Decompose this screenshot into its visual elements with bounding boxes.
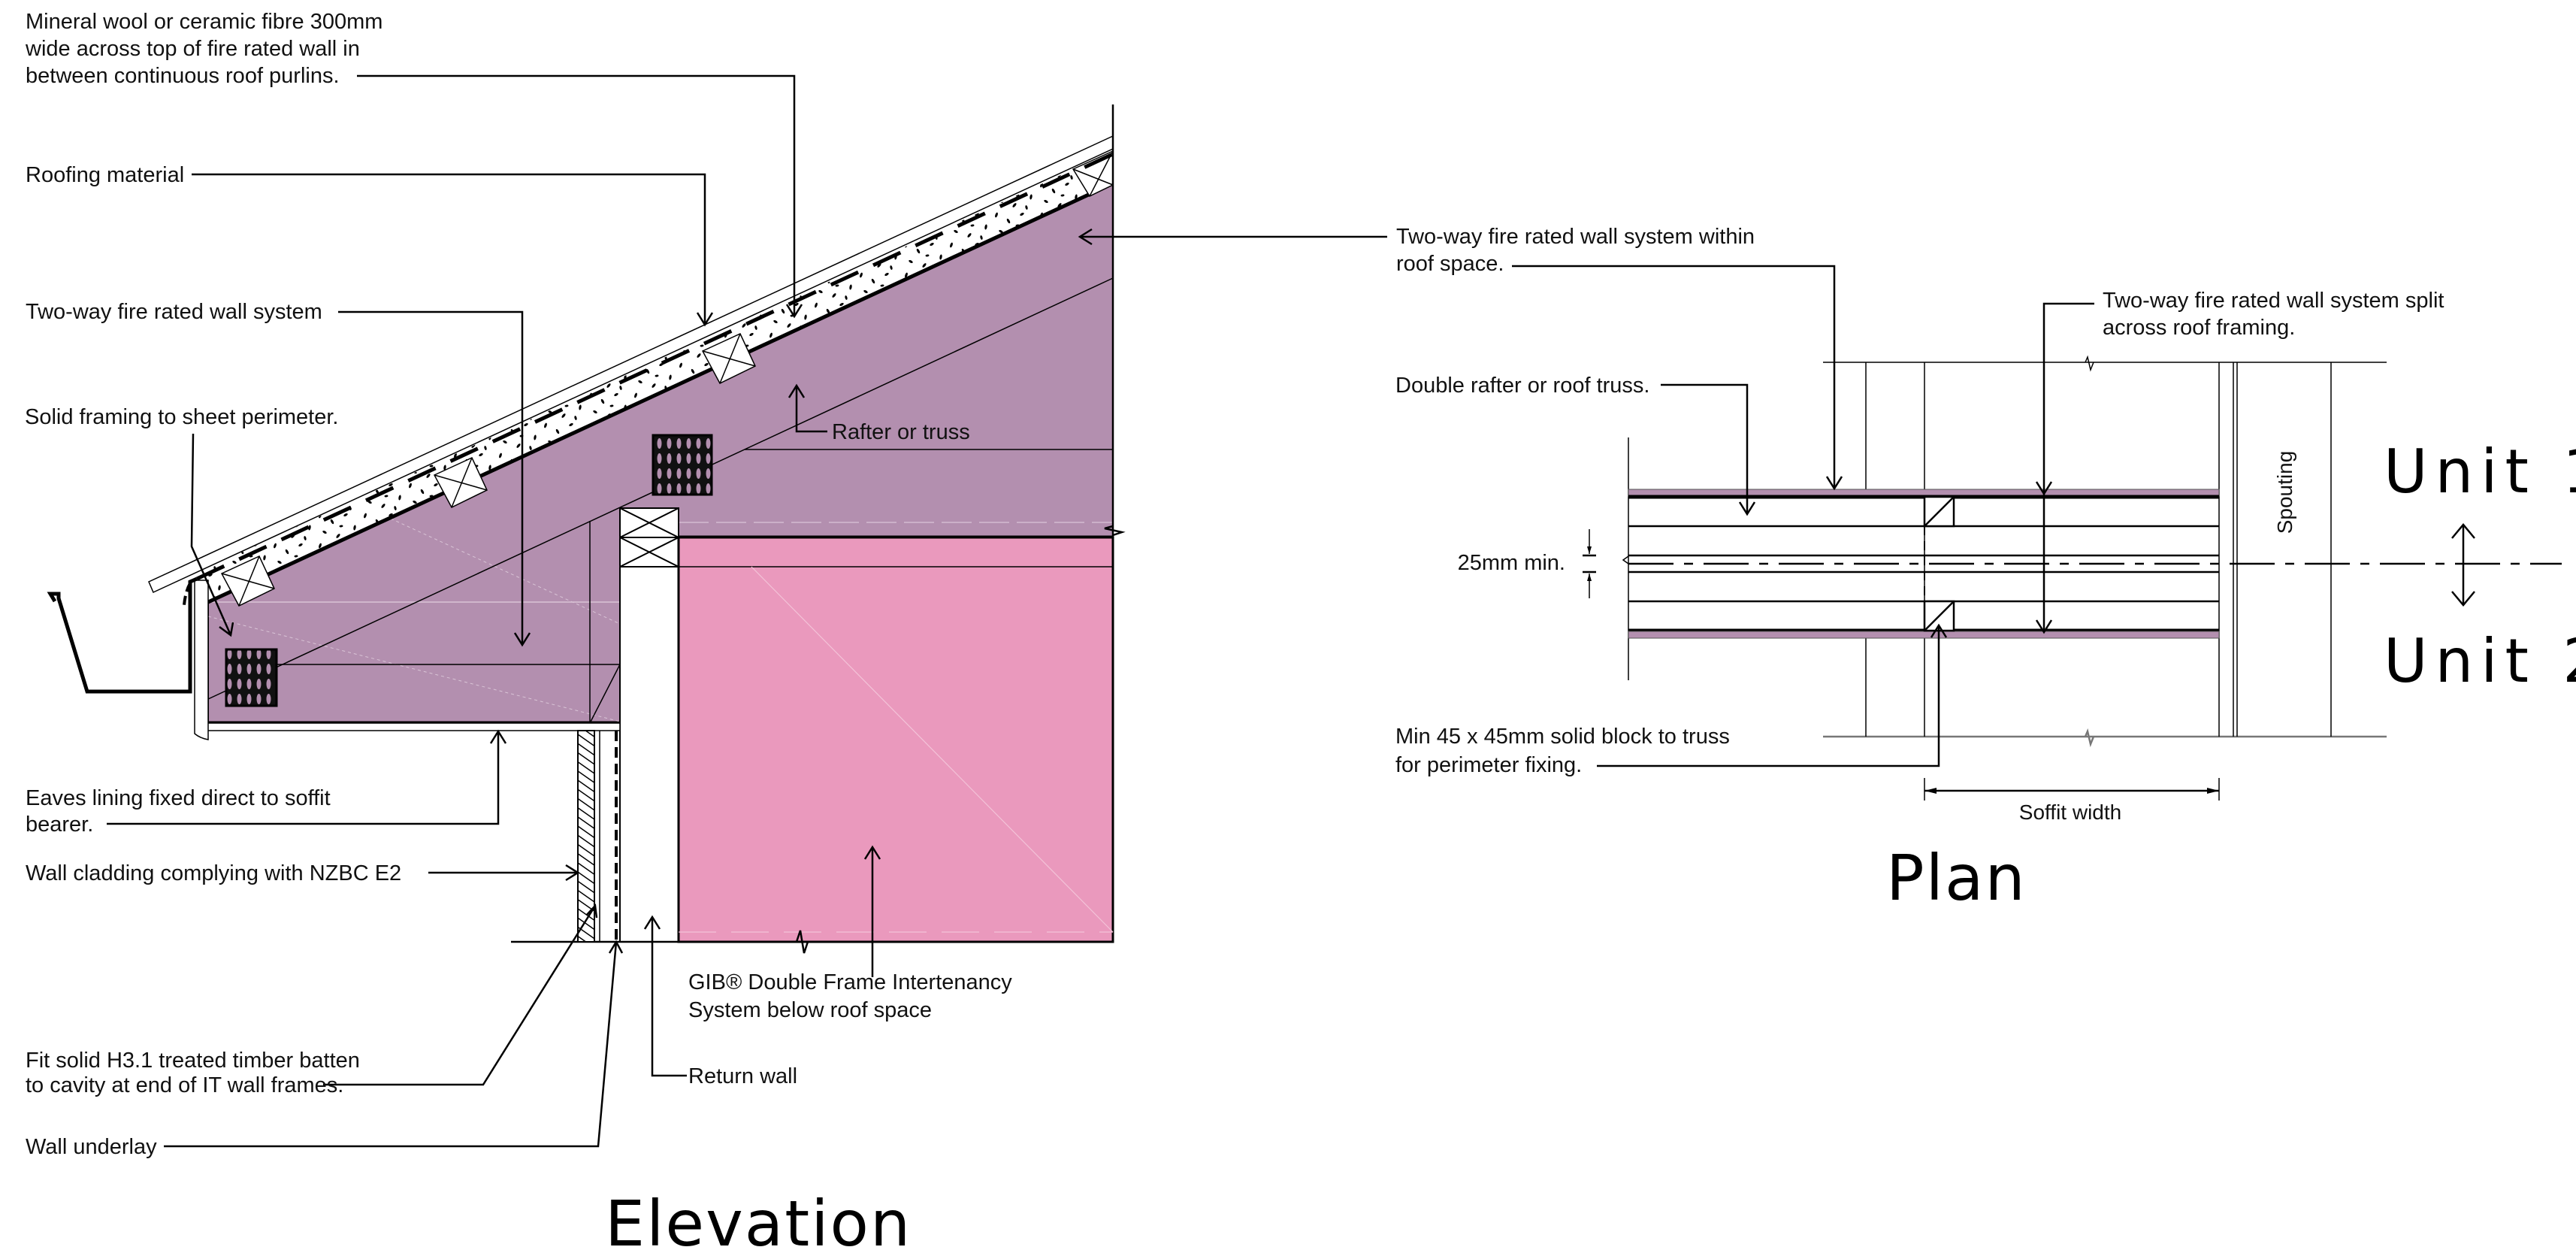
label-fit-solid-2: to cavity at end of IT wall frames. [26,1073,343,1097]
label-split-wall-2: across roof framing. [2103,316,2295,340]
soffit-lining [201,722,621,731]
roof-purlins [220,150,1114,607]
label-two-way-within-1: Two-way fire rated wall system within [1396,225,1755,249]
dimension-25mm [1583,529,1596,598]
gib-intertenancy-wall [677,536,1114,943]
plan-fire-wall-unit-2 [1628,631,2220,639]
label-two-way-wall: Two-way fire rated wall system [26,300,322,324]
elevation-leaders [107,74,1387,1148]
label-eaves-lining-1: Eaves lining fixed direct to soffit [26,786,331,810]
label-unit-1: Unit 1 [2384,437,2576,507]
vent-upper [652,434,713,496]
label-gib-system-2: System below roof space [688,998,932,1022]
label-eaves-lining-2: bearer. [26,813,93,837]
label-min-gap: 25mm min. [1458,551,1565,575]
dimension-soffit-width [1924,778,2220,801]
unit-separation-arrow [2451,523,2475,607]
label-double-rafter: Double rafter or roof truss. [1395,374,1649,398]
label-soffit-width: Soffit width [2019,801,2121,824]
label-spouting: Spouting [2273,451,2296,534]
elevation-labels: Mineral wool or ceramic fibre 300mm wide… [25,10,1755,1250]
label-unit-2: Unit 2 [2384,626,2576,696]
truss-block [619,507,679,567]
label-solid-framing: Solid framing to sheet perimeter. [25,405,338,429]
vent-lower [225,648,278,707]
solid-block [1923,495,1955,632]
elevation-drawing [47,74,1387,1148]
plan-title: Plan [1886,841,2027,915]
wall-cladding [577,730,595,943]
label-solid-block-1: Min 45 x 45mm solid block to truss [1395,725,1730,749]
label-mineral-wool-3: between continuous roof purlins. [26,64,340,88]
roof-insulation [195,151,1113,602]
label-gib-system-1: GIB® Double Frame Intertenancy [688,970,1012,994]
label-wall-cladding: Wall cladding complying with NZBC E2 [26,861,401,885]
return-wall [619,566,679,943]
fascia-board [194,580,209,740]
label-wall-underlay: Wall underlay [26,1135,157,1159]
label-mineral-wool-1: Mineral wool or ceramic fibre 300mm [26,10,382,34]
plan-labels: Double rafter or roof truss. Two-way fir… [1395,289,2576,915]
label-mineral-wool-2: wide across top of fire rated wall in [25,37,360,61]
gutter [47,577,198,694]
plan-leaders [1512,265,2094,767]
label-two-way-within-2: roof space. [1396,252,1504,276]
label-solid-block-2: for perimeter fixing. [1395,753,1582,777]
label-return-wall: Return wall [688,1064,797,1088]
label-rafter-or-truss: Rafter or truss [832,420,970,444]
label-roofing-material: Roofing material [26,163,184,187]
label-fit-solid-1: Fit solid H3.1 treated timber batten [26,1049,360,1073]
plan-drawing [1512,265,2562,801]
elevation-title: Elevation [605,1187,912,1250]
label-split-wall-1: Two-way fire rated wall system split [2103,289,2444,313]
